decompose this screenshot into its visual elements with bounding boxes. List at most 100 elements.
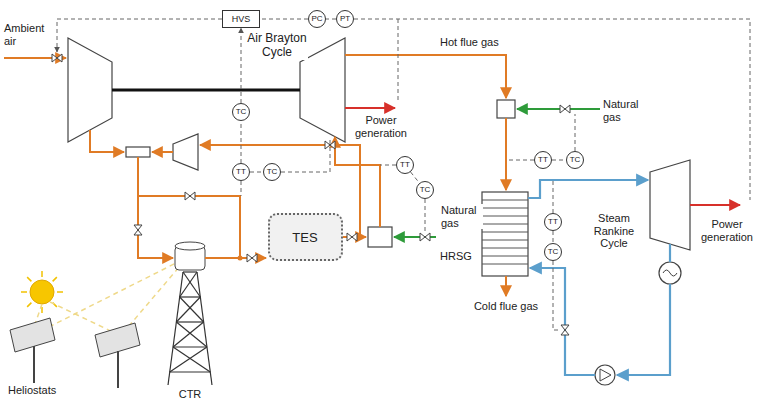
sun-rays (21, 271, 63, 313)
drawing-use (347, 233, 357, 241)
control-box: HVS (222, 10, 260, 28)
drawing-use (560, 105, 570, 113)
drawing-path (506, 160, 534, 161)
drawing-path (517, 108, 600, 110)
central-tower (168, 272, 212, 385)
turbomachinery (68, 38, 690, 385)
storage-tank: TES (268, 213, 343, 261)
instrument-bubble: PC (308, 10, 326, 28)
drawing-path (505, 276, 507, 296)
drawing-path (354, 19, 750, 200)
heliostat-field (10, 262, 180, 388)
drawing-path (345, 55, 506, 98)
annotation-label: Natural gas (603, 98, 655, 123)
air-pipes (4, 55, 506, 296)
annotation-label: Natural gas (441, 204, 483, 229)
valves (52, 54, 570, 335)
tower-brace (183, 272, 200, 297)
drawing-path (690, 204, 740, 206)
node-label: TES (292, 231, 317, 244)
instrument-bubble: TC (544, 243, 562, 261)
duct-burner (497, 100, 515, 118)
hrsg-tube (482, 232, 528, 233)
annotation-label: Power generation (350, 114, 412, 139)
drawing-path (528, 180, 648, 198)
drawing-use (134, 225, 142, 235)
drawing-path (553, 261, 559, 330)
annotation-label: Hot flue gas (440, 36, 520, 49)
drawing-path (138, 157, 240, 256)
tower-brace (180, 272, 197, 297)
steam-turbine (650, 160, 690, 250)
drawing-use (185, 192, 195, 200)
tower-rung (176, 321, 203, 322)
sun-ray (57, 291, 63, 293)
hrsg-tube (482, 216, 528, 217)
hrsg-tube (482, 200, 528, 201)
annotation-label: Ambient air (4, 22, 54, 47)
drawing-use (561, 325, 569, 335)
tower-brace (176, 297, 200, 322)
signal-connector (552, 160, 566, 161)
sun-ray (53, 277, 57, 281)
node-label: TT (538, 156, 548, 164)
annotation-label: CTR (170, 388, 210, 401)
instrument-bubble: TC (232, 103, 250, 121)
drawing-path (241, 181, 242, 196)
drawing-path (90, 130, 124, 152)
recirculation-compressor (173, 134, 198, 170)
sun-ray (21, 291, 27, 293)
drawing-path (530, 268, 595, 375)
drawing-path (138, 196, 173, 258)
hrsg-tube (482, 224, 528, 225)
instrument-bubble: TT (232, 163, 250, 181)
instrument-bubble: PT (336, 10, 354, 28)
instrument-bubble: TT (396, 156, 414, 174)
pump-symbol (600, 369, 611, 381)
drawing-path (575, 114, 576, 151)
generator (659, 262, 681, 284)
tower-rung (180, 296, 201, 297)
drawing-path (380, 165, 396, 166)
air-splitter (126, 147, 150, 157)
signal-connector (411, 172, 420, 183)
node-label: TT (236, 168, 246, 176)
tower-rung (170, 371, 211, 372)
heliostat-post (117, 351, 119, 388)
annotation-label: HRSG (440, 250, 478, 263)
heliostat-mirror (10, 318, 55, 352)
signal-connector (250, 172, 263, 173)
drawing-use (52, 54, 62, 62)
air-compressor (68, 38, 112, 142)
drawing-use (325, 141, 335, 149)
hrsg-tube (482, 248, 528, 249)
signal-connector (241, 121, 242, 163)
drawing-use (247, 254, 257, 262)
node-label: PT (340, 15, 350, 23)
signal-lines (57, 19, 750, 330)
signal-connector (326, 19, 336, 20)
signal-connector (553, 231, 554, 243)
drawing-path (335, 137, 380, 227)
signal-connector (241, 28, 242, 103)
drawing-path (345, 107, 395, 109)
node-label: PC (311, 15, 322, 23)
drawing-path (505, 118, 507, 190)
hrsg-tube (482, 240, 528, 241)
annotation-label: Air Brayton Cycle (246, 32, 308, 60)
power-arrows (345, 108, 740, 205)
tower-brace (173, 347, 210, 372)
combustor (368, 227, 392, 247)
heliostat-post (33, 346, 35, 383)
instrument-bubble: TT (534, 151, 552, 169)
node-label: TC (267, 168, 278, 176)
instrument-bubble: TC (566, 151, 584, 169)
instrument-bubble: TC (416, 181, 434, 199)
annotation-label: Steam Rankine Cycle (583, 212, 645, 250)
sun-ray (41, 271, 43, 277)
instrument-bubble: TC (263, 163, 281, 181)
sun-beam (33, 262, 180, 340)
